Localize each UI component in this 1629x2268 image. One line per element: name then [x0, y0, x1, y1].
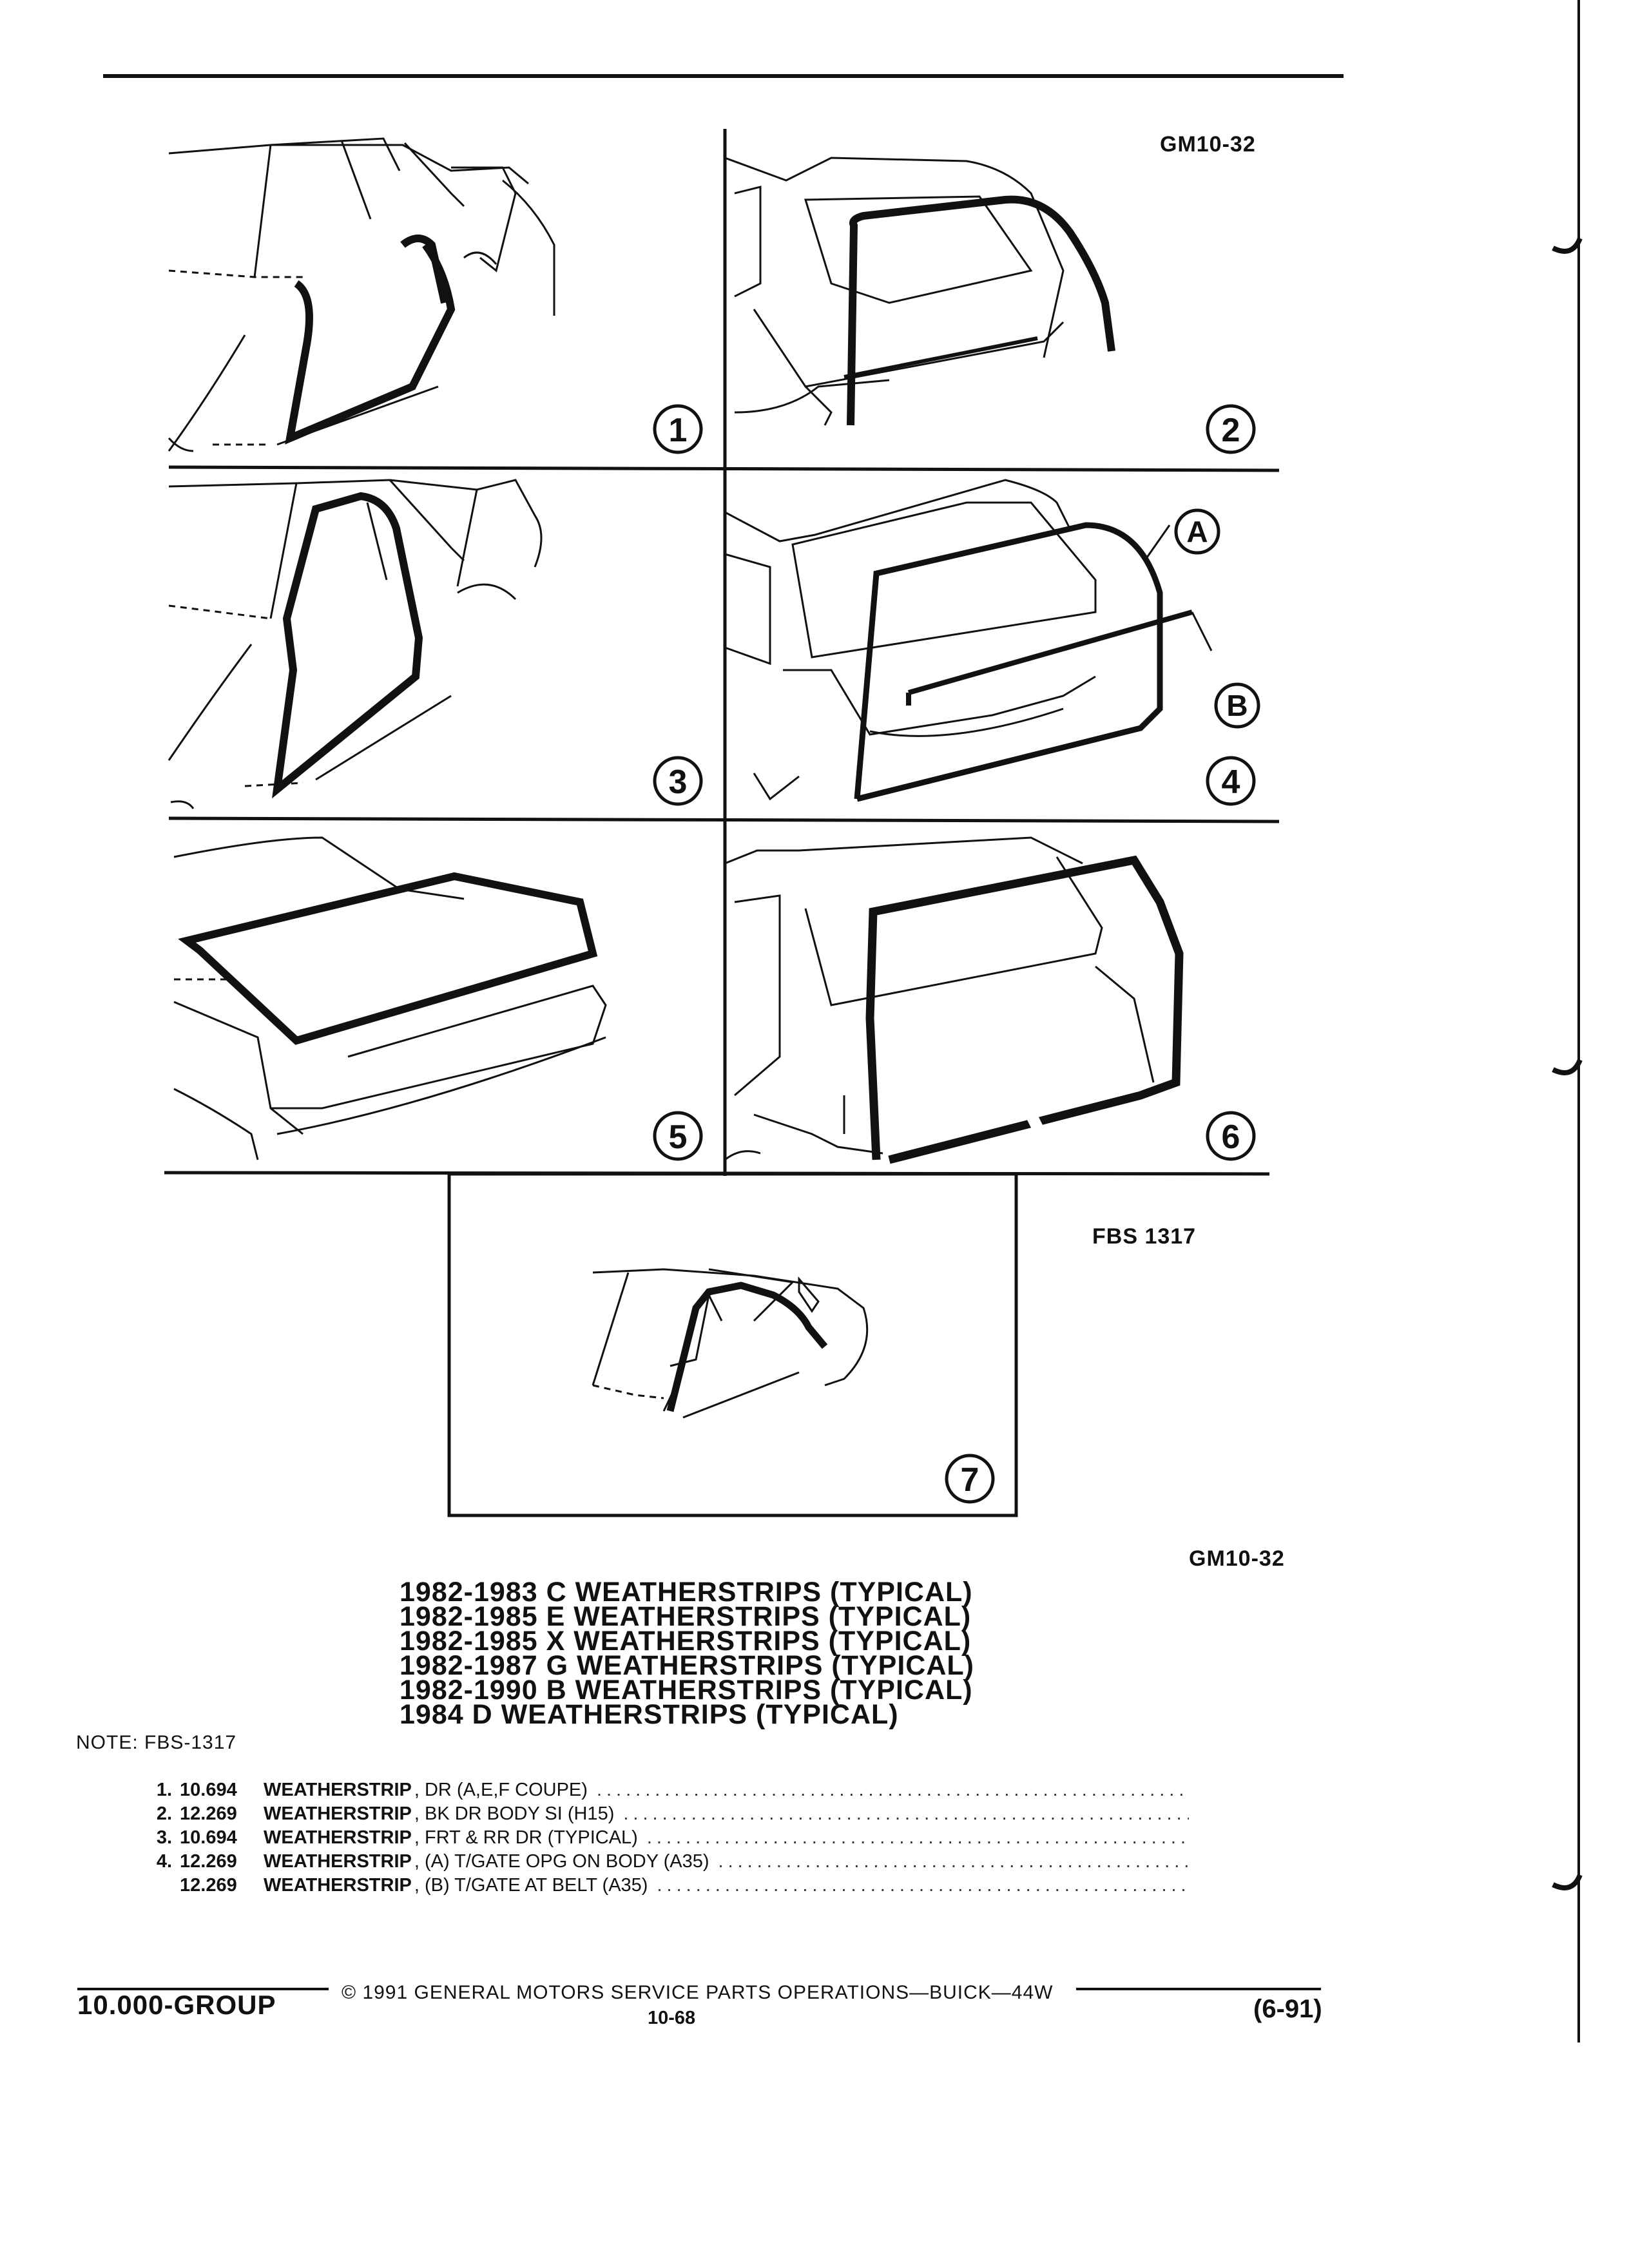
footer-rule-right: [1076, 1988, 1321, 1990]
part-name: WEATHERSTRIP: [264, 1803, 412, 1824]
illustration-grid: A B 1 2: [164, 129, 1280, 1517]
figure-label-7: 7: [961, 1461, 979, 1499]
leader-dots: ........................................…: [596, 1780, 1189, 1800]
footer-group: 10.000-GROUP: [77, 1990, 276, 2020]
part-name: WEATHERSTRIP: [264, 1827, 412, 1848]
part-number: 10.694: [180, 1827, 237, 1848]
part-description: , (B) T/GATE AT BELT (A35): [414, 1875, 648, 1896]
part-number: 12.269: [180, 1875, 237, 1896]
part-number: 10.694: [180, 1780, 237, 1800]
title-block: 1982-1983 C WEATHERSTRIPS (TYPICAL) 1982…: [400, 1577, 1044, 1730]
parts-list: 1. 10.694 WEATHERSTRIP , DR (A,E,F COUPE…: [145, 1780, 1189, 1899]
part-index: 4.: [156, 1851, 172, 1872]
callout-a-circle: [1174, 508, 1220, 555]
leader-dots: ........................................…: [623, 1803, 1189, 1824]
panel-5-drawing: [173, 836, 607, 1160]
part-description: , DR (A,E,F COUPE): [414, 1780, 588, 1800]
part-index: 1.: [156, 1780, 172, 1800]
part-row: 4. 12.269 WEATHERSTRIP , (A) T/GATE OPG …: [145, 1851, 1189, 1875]
footer-date: (6-91): [1253, 1995, 1322, 2023]
footer-rule-left: [77, 1988, 329, 1990]
panel-1-drawing: [168, 137, 555, 452]
part-name: WEATHERSTRIP: [264, 1851, 412, 1872]
part-name: WEATHERSTRIP: [264, 1780, 412, 1800]
gm-code-bottom: GM10-32: [1189, 1546, 1285, 1571]
part-row: 2. 12.269 WEATHERSTRIP , BK DR BODY SI (…: [145, 1803, 1189, 1827]
figure-label-6: 6: [1222, 1119, 1240, 1156]
figure-label-2: 2: [1222, 412, 1240, 449]
panel-3-drawing: [168, 479, 543, 809]
part-number: 12.269: [180, 1851, 237, 1872]
fbs-code: FBS 1317: [1092, 1224, 1197, 1249]
gm-code-top: GM10-32: [1160, 132, 1256, 157]
figure-label-5: 5: [669, 1119, 688, 1156]
figure-label-3: 3: [669, 764, 688, 801]
part-description: , BK DR BODY SI (H15): [414, 1803, 615, 1824]
panel-7-drawing: [592, 1268, 869, 1419]
note: NOTE: FBS-1317: [76, 1732, 237, 1753]
footer-copyright: © 1991 GENERAL MOTORS SERVICE PARTS OPER…: [342, 1982, 1054, 2003]
panel-2-drawing: [724, 157, 1115, 426]
figure-label-1: 1: [669, 412, 688, 449]
part-number: 12.269: [180, 1803, 237, 1824]
part-index: 2.: [156, 1803, 172, 1824]
panel-4-drawing: [724, 479, 1213, 802]
top-rule: [103, 74, 1344, 78]
leader-dots: ........................................…: [718, 1851, 1189, 1872]
callout-a-label: A: [1186, 515, 1208, 548]
part-row: 12.269 WEATHERSTRIP , (B) T/GATE AT BELT…: [145, 1875, 1189, 1899]
part-description: , FRT & RR DR (TYPICAL): [414, 1827, 638, 1848]
title-line: 1982-1987 G WEATHERSTRIPS (TYPICAL): [400, 1650, 974, 1681]
callout-b-label: B: [1226, 689, 1248, 722]
leader-dots: ........................................…: [646, 1827, 1189, 1848]
binding-edge-line: [1577, 0, 1580, 2042]
binding-clips: [1552, 237, 1583, 1890]
page-number: 10-68: [648, 2008, 696, 2028]
part-name: WEATHERSTRIP: [264, 1875, 412, 1896]
title-line: 1984 D WEATHERSTRIPS (TYPICAL): [400, 1699, 899, 1730]
panel-6-drawing: [724, 836, 1184, 1164]
part-description: , (A) T/GATE OPG ON BODY (A35): [414, 1851, 709, 1872]
title-line: 1982-1985 E WEATHERSTRIPS (TYPICAL): [400, 1601, 972, 1632]
title-line: 1982-1990 B WEATHERSTRIPS (TYPICAL): [400, 1675, 973, 1706]
part-row: 1. 10.694 WEATHERSTRIP , DR (A,E,F COUPE…: [145, 1780, 1189, 1803]
title-line: 1982-1985 X WEATHERSTRIPS (TYPICAL): [400, 1626, 972, 1657]
leader-dots: ........................................…: [657, 1875, 1189, 1896]
title-line: 1982-1983 C WEATHERSTRIPS (TYPICAL): [400, 1577, 973, 1608]
figure-label-4: 4: [1222, 764, 1240, 801]
part-row: 3. 10.694 WEATHERSTRIP , FRT & RR DR (TY…: [145, 1827, 1189, 1851]
part-index: 3.: [156, 1827, 172, 1848]
callout-b-circle: [1214, 682, 1260, 729]
